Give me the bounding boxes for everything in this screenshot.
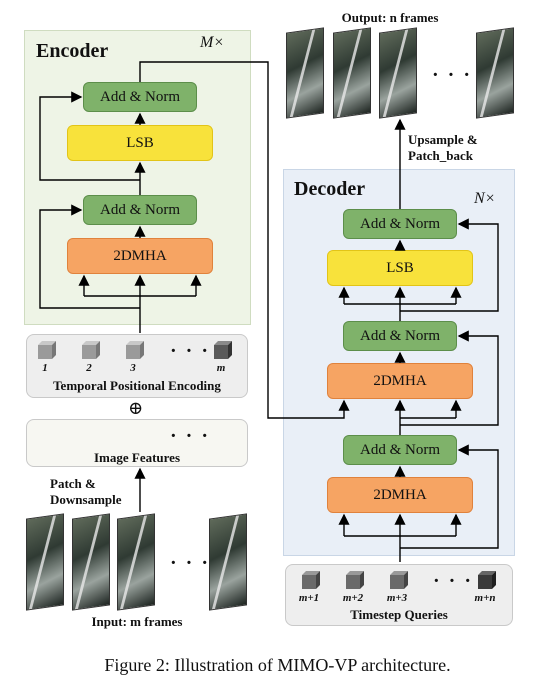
- decoder-add-norm-3: Add & Norm: [343, 435, 457, 465]
- patch-label-line2: Downsample: [50, 492, 122, 507]
- patch-label-line1: Patch &: [50, 476, 96, 491]
- image-features-caption: Image Features: [93, 450, 181, 465]
- temporal-label-2: 2: [86, 362, 92, 374]
- encoder-add-norm-bottom: Add & Norm: [83, 195, 197, 225]
- timestep-label-n: m+n: [474, 592, 496, 604]
- timestep-label-2: m+2: [342, 592, 364, 604]
- decoder-lsb: LSB: [327, 250, 473, 286]
- input-dots: · · ·: [170, 552, 211, 574]
- timestep-dots: · · ·: [433, 570, 474, 592]
- encoder-lsb: LSB: [67, 125, 213, 161]
- plus-symbol: ⊕: [128, 398, 144, 418]
- input-caption: Input: m frames: [91, 614, 183, 629]
- upsample-label-line2: Patch_back: [408, 148, 473, 163]
- temporal-dots: · · ·: [170, 340, 211, 362]
- decoder-2dmha-1: 2DMHA: [327, 363, 473, 399]
- decoder-add-norm-2: Add & Norm: [343, 321, 457, 351]
- encoder-add-norm-top: Add & Norm: [83, 82, 197, 112]
- temporal-caption: Temporal Positional Encoding: [53, 378, 221, 393]
- decoder-title: Decoder: [294, 178, 366, 200]
- temporal-label-3: 3: [130, 362, 136, 374]
- decoder-repeat: N×: [474, 190, 496, 207]
- timestep-caption: Timestep Queries: [350, 607, 448, 622]
- figure-caption: Figure 2: Illustration of MIMO-VP archit…: [104, 655, 451, 675]
- timestep-label-1: m+1: [298, 592, 320, 604]
- output-caption: Output: n frames: [341, 10, 439, 25]
- image-features-strip: [26, 419, 248, 467]
- decoder-add-norm-1: Add & Norm: [343, 209, 457, 239]
- upsample-label-line1: Upsample &: [408, 132, 478, 147]
- timestep-label-3: m+3: [386, 592, 408, 604]
- output-dots: · · ·: [432, 64, 473, 86]
- features-dots: · · ·: [170, 425, 211, 447]
- decoder-2dmha-2: 2DMHA: [327, 477, 473, 513]
- temporal-label-1: 1: [42, 362, 48, 374]
- encoder-title: Encoder: [36, 40, 109, 62]
- encoder-repeat: M×: [200, 34, 225, 51]
- encoder-2dmha: 2DMHA: [67, 238, 213, 274]
- temporal-label-m: m: [216, 362, 226, 374]
